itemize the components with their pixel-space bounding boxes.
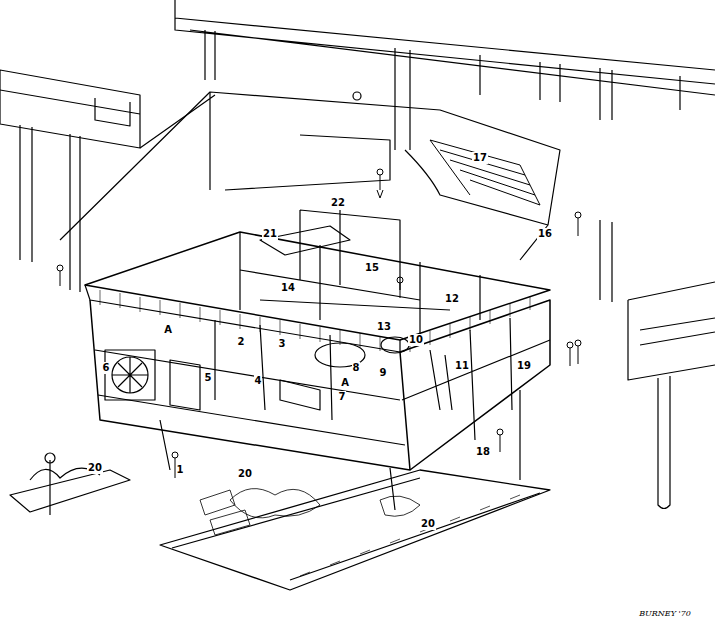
callout-number: 19 bbox=[516, 360, 532, 372]
callout-number: 5 bbox=[204, 372, 213, 384]
artist-signature: BURNEY '70 bbox=[638, 608, 692, 620]
callout-number: 8 bbox=[352, 362, 361, 374]
callout-number: 1 bbox=[176, 464, 185, 476]
callout-number: 20 bbox=[87, 462, 103, 474]
callout-number: 11 bbox=[454, 360, 470, 372]
callout-number: A bbox=[340, 377, 350, 389]
callout-number: 13 bbox=[376, 321, 392, 333]
callout-number: 18 bbox=[475, 446, 491, 458]
callout-number: 10 bbox=[408, 334, 424, 346]
callout-number: 17 bbox=[472, 152, 488, 164]
callout-number: 4 bbox=[254, 375, 263, 387]
callout-number: 15 bbox=[364, 262, 380, 274]
callout-number: 22 bbox=[330, 197, 346, 209]
callout-number: 12 bbox=[444, 293, 460, 305]
callout-number: A bbox=[163, 324, 173, 336]
callout-number: 9 bbox=[379, 367, 388, 379]
callout-number: 3 bbox=[278, 338, 287, 350]
callout-number: 20 bbox=[237, 468, 253, 480]
callout-number: 7 bbox=[338, 391, 347, 403]
callout-number: 2 bbox=[237, 336, 246, 348]
callout-number: 20 bbox=[420, 518, 436, 530]
callout-number: 14 bbox=[280, 282, 296, 294]
callout-number: 16 bbox=[537, 228, 553, 240]
callout-number: 6 bbox=[102, 362, 111, 374]
callout-number: 21 bbox=[262, 228, 278, 240]
